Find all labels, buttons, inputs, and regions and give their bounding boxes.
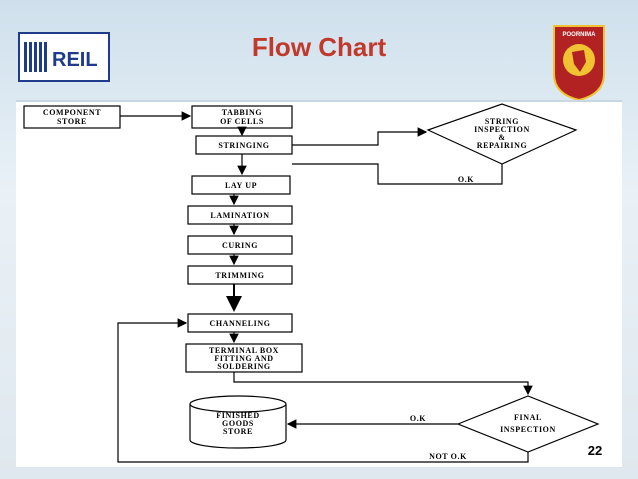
reil-logo: REIL [18,32,110,82]
string-inspection-label-2: INSPECTION [474,125,530,134]
trimming-box [187,265,293,285]
final-inspection-diamond [456,395,600,453]
component-store-box [23,105,121,129]
string-inspection-label-1: STRING [485,117,519,126]
flowchart: COMPONENT STORE TABBING OF CELLS STRINGI… [23,103,600,463]
slide-title: Flow Chart [251,32,387,62]
component-store-label-2: STORE [57,117,87,126]
channeling-label: CHANNELING [209,319,270,328]
ok-label-1: O.K [458,175,474,184]
flowchart-panel: COMPONENT STORE TABBING OF CELLS STRINGI… [16,102,622,467]
lay-up-label: LAY UP [225,181,257,190]
lay-up-box [191,175,291,195]
string-inspection-label-3: & [498,133,505,142]
poornima-seal-logo: POORNIMA [550,22,608,102]
reil-logo-text: REIL [52,49,98,71]
component-store-label-1: COMPONENT [43,108,101,117]
trimming-label: TRIMMING [215,271,264,280]
terminal-box-label-3: SOLDERING [217,362,270,371]
arrow-stringing-to-inspection [292,127,428,146]
terminal-box-box [185,343,303,373]
lamination-box [187,205,293,225]
finished-goods-label-2: GOODS [222,419,254,428]
finished-goods-cylinder-top [189,395,287,413]
channeling-box [187,313,293,333]
curing-box [187,235,293,255]
final-inspection-label-2: INSPECTION [500,425,556,434]
finished-goods-cylinder-body [189,404,287,449]
tabbing-label-1: TABBING [222,108,263,117]
arrow-final-not-ok-to-channeling [117,318,529,463]
string-inspection-label-4: REPAIRING [477,141,528,150]
title-rule [16,100,622,102]
lamination-label: LAMINATION [210,211,269,220]
line-inspection-ok-return [292,163,503,185]
tabbing-label-2: OF CELLS [220,117,264,126]
arrow-terminal-to-final-inspection [233,372,533,396]
terminal-box-label-2: FITTING AND [214,354,273,363]
finished-goods-label-3: STORE [223,427,253,436]
ok-label-2: O.K [410,414,426,423]
final-inspection-label-1: FINAL [514,413,542,422]
curing-label: CURING [222,241,258,250]
not-ok-label: NOT O.K [429,452,467,461]
terminal-box-label-1: TERMINAL BOX [209,346,279,355]
page-number: 22 [587,443,603,458]
finished-goods-label-1: FINISHED [216,411,259,420]
stringing-label: STRINGING [218,141,269,150]
poornima-logo-text: POORNIMA [563,32,597,38]
string-inspection-diamond [426,103,578,165]
